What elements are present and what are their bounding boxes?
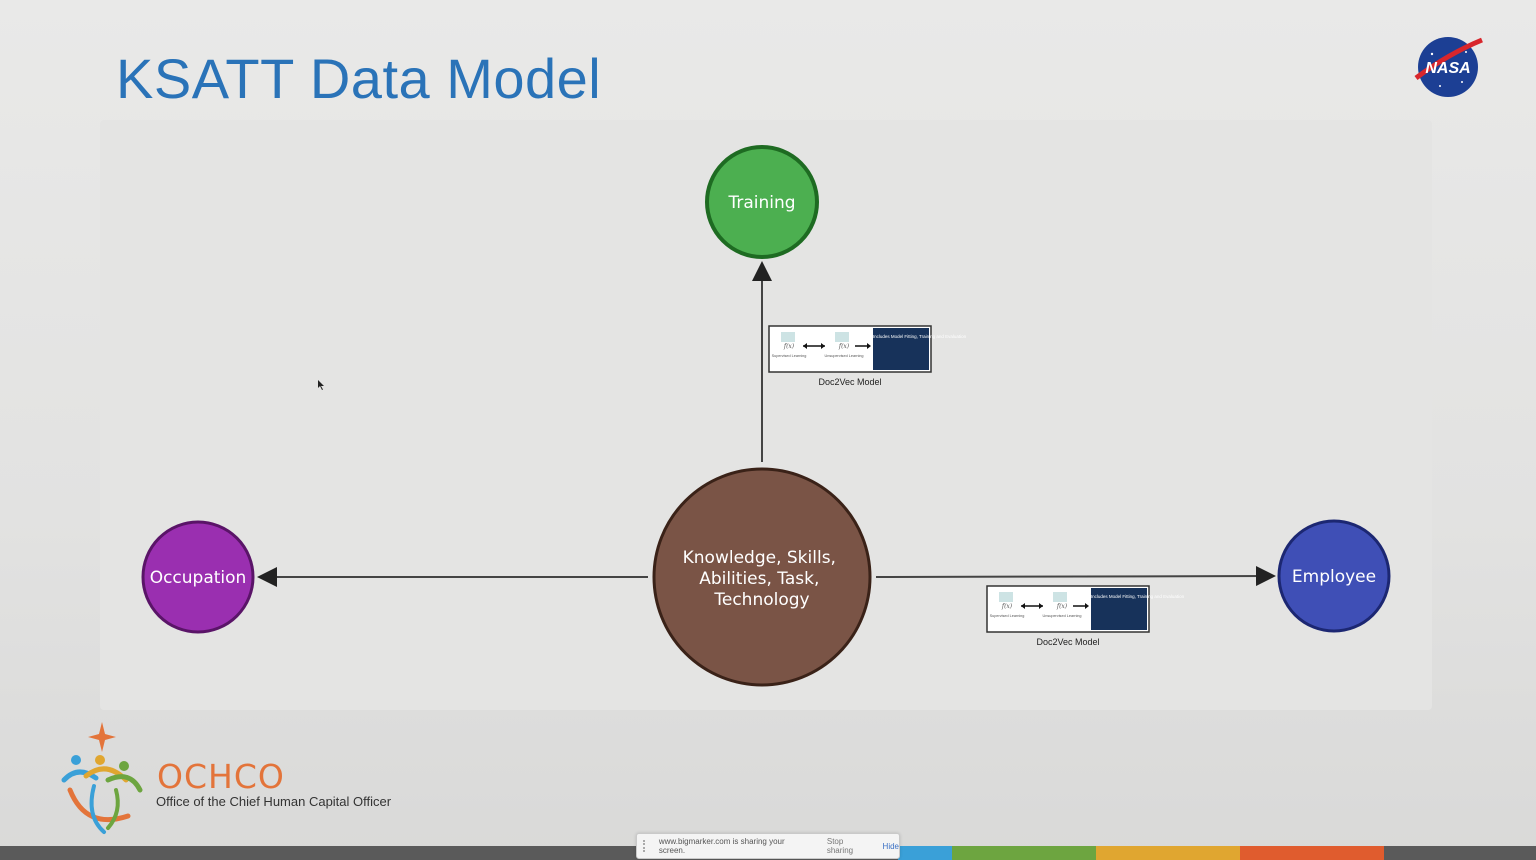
node-training-label: Training <box>727 193 795 213</box>
mouse-cursor-icon <box>318 380 324 390</box>
svg-text:Knowledge, Skills, Abili: Knowledge, Skills, Abilities, Task, Tech… <box>683 548 842 610</box>
ochco-name: OCHCO <box>157 757 285 796</box>
fx-symbol: f(x) <box>783 343 795 350</box>
doc2vec-caption-training: Doc2Vec Model <box>818 377 881 387</box>
ochco-logo-icon <box>61 722 143 834</box>
node-center-label-line-1: Knowledge, Skills, <box>683 548 836 568</box>
color-band-segment <box>1096 846 1240 860</box>
drag-handle-icon[interactable] <box>643 840 651 852</box>
supervised-label: Supervised Learning <box>772 354 807 358</box>
fx-symbol: f(x) <box>1056 603 1068 610</box>
color-band-segment <box>1384 846 1536 860</box>
svg-text:Training: Training <box>727 193 795 213</box>
ml-panel-text: Machine Learning Includes Model Fitting,… <box>1054 594 1185 599</box>
fx-symbol: f(x) <box>1001 603 1013 610</box>
svg-text:Employee: Employee <box>1292 567 1376 587</box>
node-employee-label: Employee <box>1292 567 1376 587</box>
doc2vec-model-box-employee: Machine Learning Includes Model Fitting,… <box>986 585 1185 633</box>
fx-symbol: f(x) <box>838 343 850 350</box>
node-occupation-label: Occupation <box>150 568 247 588</box>
node-occupation: Occupation <box>141 520 255 634</box>
color-band-segment <box>1240 846 1384 860</box>
ochco-full-name: Office of the Chief Human Capital Office… <box>156 794 392 809</box>
slide-title: KSATT Data Model <box>116 47 602 110</box>
svg-text:Occupation: Occupation <box>150 568 247 588</box>
hide-button[interactable]: Hide <box>882 841 899 851</box>
unsupervised-label: Unsupervised Learning <box>824 354 863 358</box>
supervised-label: Supervised Learning <box>990 614 1025 618</box>
share-message: www.bigmarker.com is sharing your screen… <box>658 837 785 855</box>
doc2vec-model-box-training: Machine Learning Includes Model Fitting,… <box>768 325 967 373</box>
screen-share-bar: www.bigmarker.com is sharing your screen… <box>636 833 900 859</box>
nasa-logo-text: NASA <box>1425 60 1470 77</box>
doc2vec-caption-employee: Doc2Vec Model <box>1036 637 1099 647</box>
edge-center-employee <box>875 566 1276 587</box>
node-knowledge-skills: Knowledge, Skills, Abilities, Task, Tech… <box>652 467 872 687</box>
node-employee: Employee <box>1277 519 1391 633</box>
color-band-segment <box>952 846 1096 860</box>
nasa-logo: NASA <box>1414 37 1483 97</box>
node-center-label-line-2: Abilities, Task, <box>699 569 819 589</box>
unsupervised-label: Unsupervised Learning <box>1042 614 1081 618</box>
stop-sharing-button[interactable]: Stop sharing <box>826 837 854 855</box>
color-band-segment <box>898 846 952 860</box>
node-training: Training <box>705 145 819 259</box>
color-band-segment <box>0 846 640 860</box>
ml-panel-text: Machine Learning Includes Model Fitting,… <box>836 334 967 339</box>
node-center-label-line-3: Technology <box>713 590 809 610</box>
